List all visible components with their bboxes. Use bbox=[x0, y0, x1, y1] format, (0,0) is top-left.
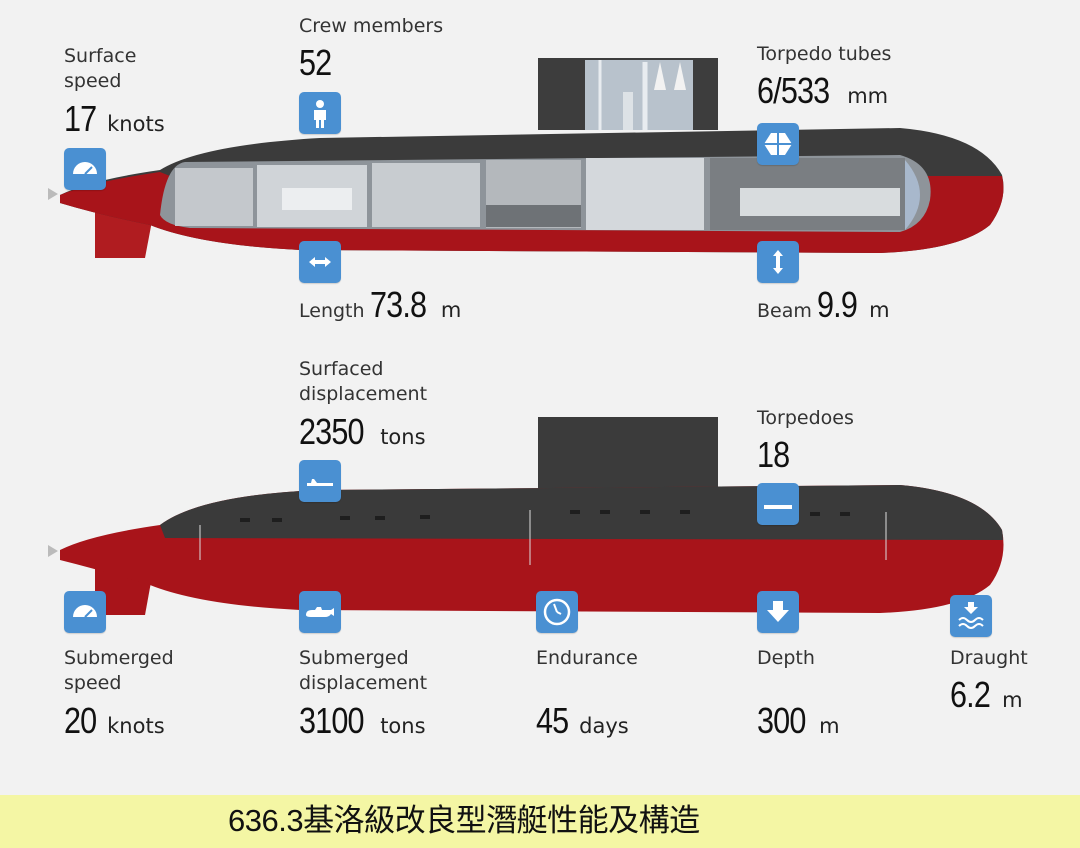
submerged-displacement-value: 3100 tons bbox=[299, 700, 426, 741]
submerged-speed-value: 20 knots bbox=[64, 700, 165, 741]
draught-label: Draught bbox=[950, 647, 1028, 669]
exterior-submarine-graphic bbox=[48, 417, 1004, 615]
beam-spec: Beam 9.9 m bbox=[757, 284, 890, 325]
vertical-arrows-icon bbox=[757, 241, 799, 283]
length-spec: Length 73.8 m bbox=[299, 284, 462, 325]
cutaway-submarine-illustration bbox=[0, 0, 1080, 300]
torpedo-tubes-label: Torpedo tubes bbox=[757, 43, 892, 65]
torpedoes-value: 18 bbox=[757, 434, 790, 475]
caption-title: 636.3基洛級改良型潛艇性能及構造 bbox=[228, 803, 700, 838]
surfaced-displacement-label: Surfaced displacement bbox=[299, 358, 428, 405]
speedometer-icon bbox=[64, 148, 106, 190]
endurance-label: Endurance bbox=[536, 647, 638, 669]
endurance-value: 45 days bbox=[536, 700, 629, 741]
submerged-submarine-icon bbox=[299, 591, 341, 633]
torpedoes-label: Torpedoes bbox=[757, 407, 854, 429]
speedometer-icon bbox=[64, 591, 106, 633]
torpedo-tubes-value: 6/533 mm bbox=[757, 70, 889, 111]
horizontal-arrows-icon bbox=[299, 241, 341, 283]
down-arrow-icon bbox=[757, 591, 799, 633]
crew-value: 52 bbox=[299, 42, 332, 83]
submerged-speed-label: Submerged speed bbox=[64, 647, 174, 694]
person-icon bbox=[299, 92, 341, 134]
crew-label: Crew members bbox=[299, 15, 444, 37]
depth-value: 300 m bbox=[757, 700, 840, 741]
surface-speed-label: Surface speed bbox=[64, 45, 137, 92]
surface-speed-value: 17 knots bbox=[64, 98, 165, 139]
surfaced-displacement-value: 2350 tons bbox=[299, 411, 426, 452]
draught-value: 6.2 m bbox=[950, 674, 1023, 715]
surfaced-submarine-icon bbox=[299, 460, 341, 502]
depth-label: Depth bbox=[757, 647, 815, 669]
submerged-displacement-label: Submerged displacement bbox=[299, 647, 428, 694]
exterior-submarine-illustration bbox=[0, 400, 1080, 620]
draught-waves-icon bbox=[950, 595, 992, 637]
caption-bar: 636.3基洛級改良型潛艇性能及構造 bbox=[0, 795, 1080, 848]
torpedo-icon bbox=[757, 483, 799, 525]
clock-icon bbox=[536, 591, 578, 633]
torpedo-tube-icon bbox=[757, 123, 799, 165]
cutaway-submarine-graphic bbox=[48, 58, 1004, 258]
